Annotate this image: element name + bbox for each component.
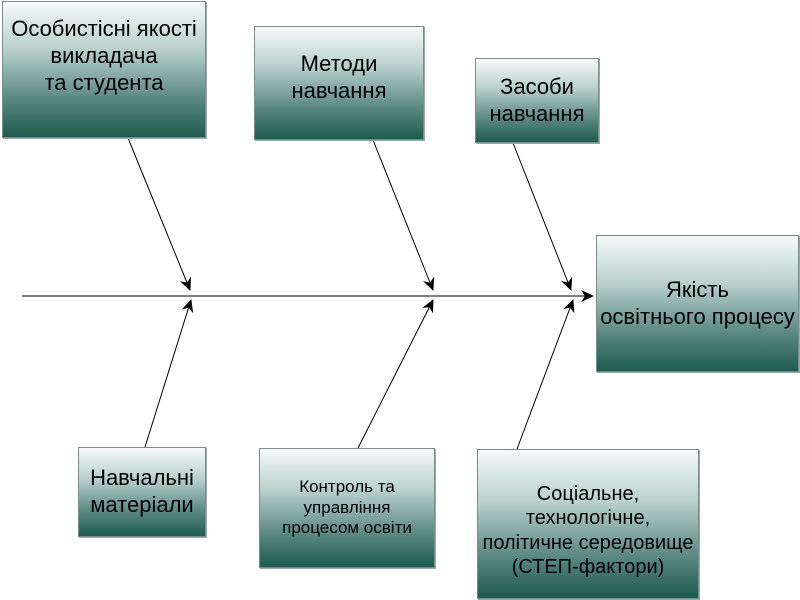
- cause-label: Методи навчання: [291, 51, 387, 103]
- bone-top-2: [372, 139, 435, 291]
- cause-box-learning-materials: Навчальні матеріали: [78, 447, 206, 537]
- cause-box-education-control: Контроль та управління процесом освіти: [259, 448, 435, 568]
- effect-label: Якість освітнього процесу: [600, 276, 795, 329]
- effect-box-education-quality: Якість освітнього процесу: [596, 235, 799, 372]
- bone-bottom-2: [357, 299, 434, 449]
- cause-label: Соціальне, технологічне, політичне серед…: [482, 483, 694, 579]
- cause-label: Навчальні матеріали: [90, 465, 194, 517]
- cause-box-teaching-tools: Засоби навчання: [475, 58, 599, 143]
- bone-top-3: [512, 142, 573, 291]
- cause-box-step-factors: Соціальне, технологічне, політичне серед…: [477, 449, 699, 599]
- cause-box-teaching-methods: Методи навчання: [254, 26, 424, 140]
- bone-bottom-1: [144, 299, 194, 448]
- bone-top-1: [127, 137, 192, 291]
- cause-label: Особистісні якості викладача та студента: [11, 16, 197, 95]
- cause-box-teacher-student-qualities: Особистісні якості викладача та студента: [2, 1, 206, 138]
- cause-label: Засоби навчання: [489, 73, 585, 126]
- bone-bottom-3: [516, 299, 575, 450]
- cause-label: Контроль та управління процесом освіти: [282, 476, 412, 538]
